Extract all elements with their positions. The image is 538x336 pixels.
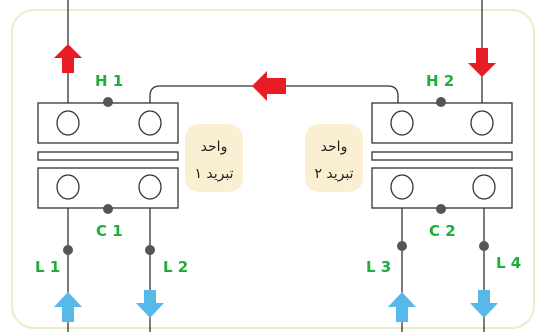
label-l4: L 4 <box>496 254 521 272</box>
sensor-h1 <box>103 97 113 107</box>
label-h2: H 2 <box>426 72 454 90</box>
unit-2-separator <box>371 151 513 161</box>
sensor-h2 <box>436 97 446 107</box>
sensor-c2 <box>436 204 446 214</box>
label-h1: H 1 <box>95 72 123 90</box>
arrow-up-blue-icon <box>54 292 82 322</box>
label-l2: L 2 <box>163 258 188 276</box>
sensor-l4 <box>479 241 489 251</box>
unit-1-port-c-right <box>138 174 162 200</box>
arrow-left-red-icon <box>252 71 286 101</box>
sensor-dots <box>63 97 489 255</box>
label-l3: L 3 <box>366 258 391 276</box>
arrow-up-blue-icon <box>388 292 416 322</box>
sensor-l3 <box>397 241 407 251</box>
arrow-down-red-icon <box>468 48 496 77</box>
unit-2-port-c-right <box>472 174 496 200</box>
unit-1-label-line1: واحد <box>201 139 228 155</box>
sensor-l1 <box>63 245 73 255</box>
unit-2-label-box <box>305 124 363 192</box>
unit-2-label-line2: تبرید ۲ <box>314 166 353 182</box>
unit-2-port-h-right <box>470 110 494 136</box>
unit-1-label-box <box>185 124 243 192</box>
unit-1-port-h-right <box>138 110 162 136</box>
unit-2-label-line1: واحد <box>321 139 348 155</box>
unit-1-label-line2: تبرید ۱ <box>194 166 233 182</box>
label-c2: C 2 <box>429 222 456 240</box>
unit-2-port-c-left <box>390 174 414 200</box>
unit-1-port-h-left <box>56 110 80 136</box>
sensor-l2 <box>145 245 155 255</box>
label-c1: C 1 <box>96 222 123 240</box>
unit-2-port-h-left <box>390 110 414 136</box>
unit-1-exchanger <box>37 102 179 209</box>
arrow-down-blue-icon <box>136 290 164 318</box>
unit-2-exchanger <box>371 102 513 209</box>
label-l1: L 1 <box>35 258 60 276</box>
unit-1-port-c-left <box>56 174 80 200</box>
sensor-c1 <box>103 204 113 214</box>
arrow-down-blue-icon <box>470 290 498 318</box>
arrow-up-red-icon <box>54 44 82 73</box>
unit-1-separator <box>37 151 179 161</box>
